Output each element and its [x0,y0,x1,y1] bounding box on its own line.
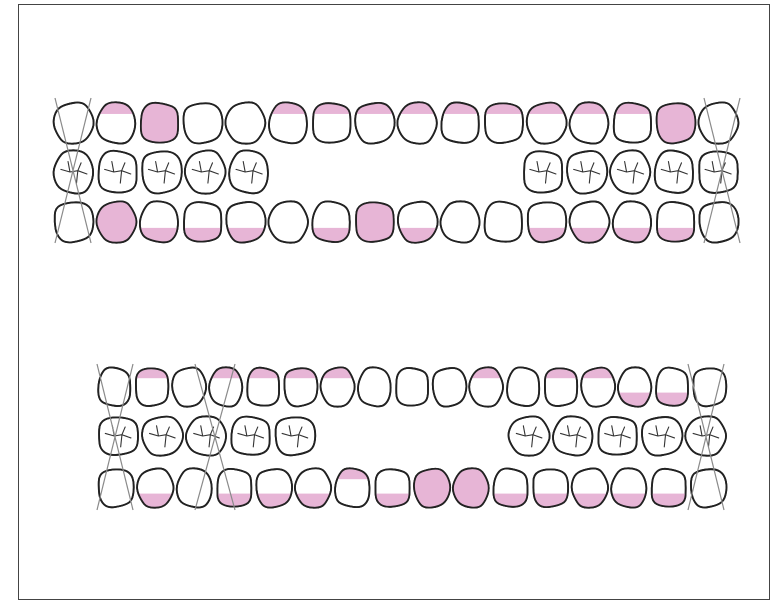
upper-lingual-tooth-6 [268,201,308,242]
lower-lingual-tooth-7 [317,363,359,407]
stain-patch [410,464,455,512]
upper-facial-tooth-16 [698,102,738,143]
stain-patch [205,363,247,378]
lower-lingual-tooth-12 [507,367,539,406]
upper-facial-tooth-2 [93,98,141,144]
lower-facial-tooth-5 [252,469,297,533]
upper-occlusal-tooth-6 [524,151,562,192]
upper-occlusal-tooth-5 [229,150,268,193]
upper-occlusal-tooth-8 [610,150,650,193]
lower-facial-tooth-6 [291,468,336,533]
stain-patch [449,464,494,512]
lower-lingual-tooth-13 [540,363,582,406]
lower-facial-tooth-15 [647,469,692,534]
lower-lingual-tooth-10 [433,368,467,407]
lower-lingual-tooth-14 [577,363,619,407]
lower-lingual-tooth-2 [131,363,173,406]
lower-facial-tooth-4 [212,469,257,534]
tooth-outline [485,202,522,242]
upper-facial-tooth-14 [609,98,657,143]
lower-occlusal-tooth-5 [276,417,316,455]
lower-facial-tooth-13 [568,468,613,533]
upper-lingual-tooth-11 [485,202,522,242]
lower-lingual-tooth-5 [242,363,284,406]
upper-lingual-tooth-8 [351,197,399,247]
lower-occlusal-tooth-7 [553,416,592,455]
tooth-outline [396,368,428,406]
upper-facial-tooth-5 [225,102,265,143]
upper-occlusal-tooth-4 [185,150,226,193]
tooth-outline [276,417,316,455]
lower-facial-tooth-10 [449,464,494,512]
upper-occlusal-tooth-3 [142,151,182,193]
upper-facial-tooth-4 [184,103,223,143]
stain-patch [136,98,184,148]
lower-facial-tooth-9 [410,464,455,512]
upper-lingual-tooth-3 [136,201,184,270]
tooth-outline [99,469,134,507]
upper-facial-tooth-8 [351,98,399,144]
upper-facial-tooth-13 [566,98,614,144]
lower-lingual-tooth-6 [279,363,321,406]
upper-facial-tooth-7 [308,98,356,143]
upper-facial-tooth-12 [523,98,571,144]
lower-occlusal-tooth-9 [642,417,682,456]
stain-patch [351,197,399,247]
lower-occlusal-tooth-8 [598,417,636,455]
upper-lingual-tooth-9 [394,202,442,270]
lower-facial-tooth-11 [489,469,534,534]
lower-occlusal-tooth-2 [142,417,183,456]
stain-patch [291,494,336,534]
lower-facial-tooth-3 [177,468,212,507]
upper-lingual-tooth-13 [566,201,614,269]
lower-facial-tooth-8 [370,469,415,533]
upper-lingual-tooth-5 [222,202,270,270]
lower-occlusal-tooth-4 [231,417,269,455]
upper-lingual-tooth-12 [523,202,571,270]
upper-facial-tooth-9 [394,98,442,144]
upper-occlusal-tooth-9 [655,150,693,192]
upper-facial-tooth-11 [480,98,528,143]
upper-lingual-tooth-7 [308,201,356,270]
stain-patch [652,98,700,148]
lower-facial-tooth-12 [528,469,573,533]
upper-lingual-tooth-15 [652,202,700,270]
upper-facial-tooth-1 [54,102,94,143]
lower-occlusal-tooth-3 [186,416,226,455]
lower-occlusal-tooth-6 [509,416,550,455]
lower-lingual-tooth-8 [358,367,391,406]
upper-occlusal-tooth-2 [99,151,137,193]
stain-patch [93,197,141,247]
upper-lingual-tooth-14 [609,201,657,270]
lower-lingual-tooth-11 [465,363,507,407]
upper-lingual-tooth-2 [93,197,141,247]
stain-patch [133,494,178,534]
lower-facial-tooth-1 [99,469,134,507]
stain-patch [568,494,613,534]
upper-facial-tooth-6 [265,98,313,143]
lower-lingual-tooth-4 [205,363,247,407]
upper-facial-tooth-15 [652,98,700,148]
lower-lingual-tooth-9 [396,368,428,406]
lower-facial-tooth-2 [133,468,178,533]
lower-facial-tooth-14 [607,468,652,533]
upper-lingual-tooth-10 [440,201,479,242]
upper-occlusal-tooth-7 [567,151,607,194]
upper-lingual-tooth-4 [179,202,227,270]
upper-facial-tooth-3 [136,98,184,148]
lower-facial-tooth-7 [331,464,376,507]
stain-patch [566,228,614,270]
upper-facial-tooth-10 [437,98,485,143]
tooth-outline [524,151,562,192]
